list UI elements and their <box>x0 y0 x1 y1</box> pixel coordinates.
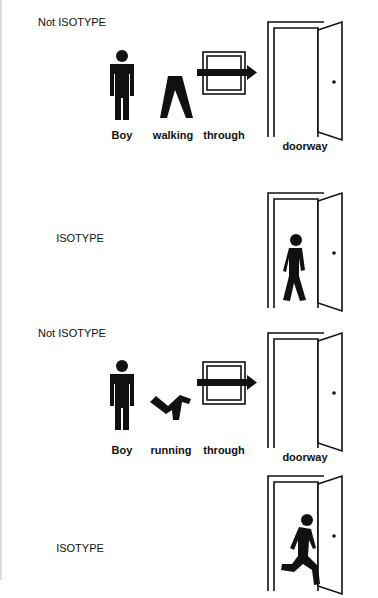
door-icon <box>268 193 342 311</box>
word-label: walking <box>153 129 193 142</box>
word-label: Boy <box>112 444 133 457</box>
walking-icon <box>160 76 193 118</box>
word-label: doorway <box>282 451 327 464</box>
boy-icon <box>110 360 134 430</box>
through-icon <box>197 362 257 404</box>
page-edge <box>1 0 2 580</box>
panel-heading: ISOTYPE <box>56 232 104 245</box>
panel-heading: Not ISOTYPE <box>38 16 106 29</box>
word-label: running <box>151 444 192 457</box>
word-label: Boy <box>112 129 133 142</box>
word-label: through <box>203 129 245 142</box>
door-icon <box>268 333 342 451</box>
door-icon <box>268 22 342 140</box>
boy-icon <box>110 50 134 120</box>
running-icon <box>150 395 191 420</box>
door-icon <box>268 476 342 594</box>
running-boy <box>281 514 320 585</box>
panel-heading: ISOTYPE <box>56 542 104 555</box>
walking-boy <box>283 234 306 301</box>
panel-heading: Not ISOTYPE <box>38 327 106 340</box>
word-label: doorway <box>282 140 327 153</box>
through-icon <box>197 52 257 94</box>
word-label: through <box>203 444 245 457</box>
